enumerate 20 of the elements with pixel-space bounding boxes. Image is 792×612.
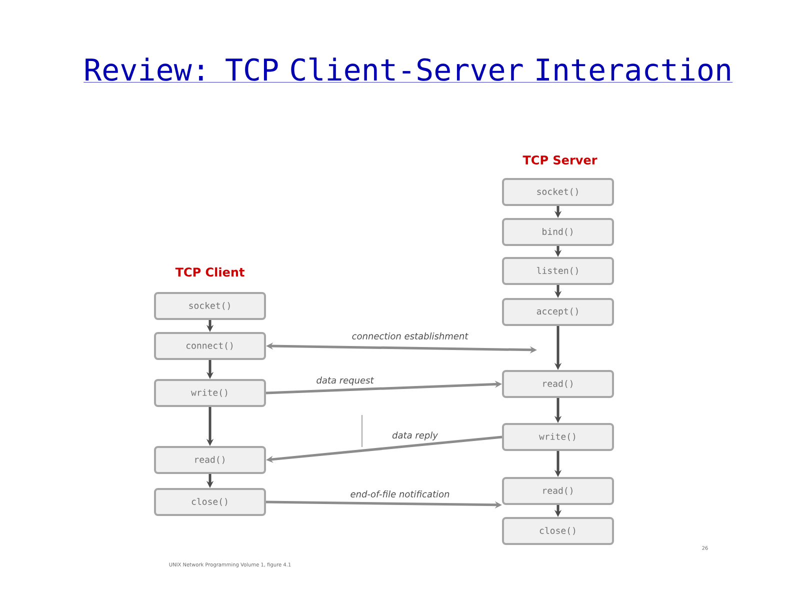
function-box: bind() (502, 218, 614, 246)
function-box: write() (154, 378, 266, 407)
function-box: read() (502, 476, 614, 505)
function-box: listen() (502, 256, 614, 285)
function-box: accept() (502, 298, 614, 326)
function-box: write() (502, 422, 614, 451)
edge-label: data request (315, 376, 375, 386)
function-box: close() (502, 516, 614, 545)
column-heading: TCP Client (175, 267, 244, 277)
column-heading: TCP Server (522, 155, 598, 165)
slide-title: Review: TCP Client-Server Interaction (83, 58, 733, 82)
function-box: socket() (154, 292, 266, 320)
edge-label: connection establishment (350, 332, 470, 340)
function-box: connect() (154, 332, 266, 360)
function-box: socket() (502, 178, 614, 206)
function-box: read() (154, 446, 266, 474)
edge-label: data reply (391, 430, 439, 442)
function-box: read() (502, 370, 614, 398)
function-box: close() (154, 488, 266, 516)
edge-label: end-of-file notification (349, 490, 451, 498)
